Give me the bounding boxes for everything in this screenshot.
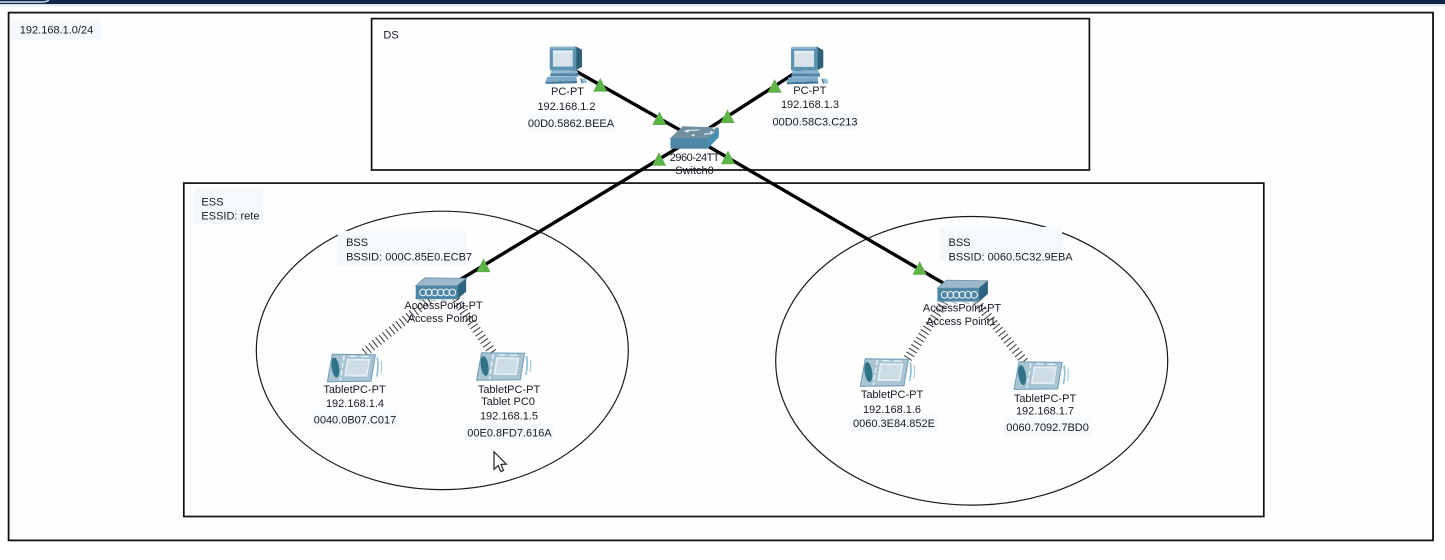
svg-text:Access Point0: Access Point0 [408, 313, 478, 325]
svg-text:AccessPoint-PT: AccessPoint-PT [404, 300, 483, 312]
svg-text:PC-PT: PC-PT [793, 85, 826, 97]
svg-text:192.168.1.4: 192.168.1.4 [326, 398, 384, 410]
svg-text:BSSID: 0060.5C32.9EBA: BSSID: 0060.5C32.9EBA [949, 252, 1074, 264]
svg-text:192.168.1.7: 192.168.1.7 [1016, 406, 1074, 418]
svg-text:00E0.8FD7.616A: 00E0.8FD7.616A [467, 427, 552, 439]
svg-text:ESSID: rete: ESSID: rete [201, 211, 259, 223]
svg-text:BSS: BSS [949, 237, 971, 249]
svg-text:192.168.1.0/24: 192.168.1.0/24 [20, 25, 93, 37]
svg-text:192.168.1.6: 192.168.1.6 [863, 404, 921, 416]
svg-text:AccessPoint-PT: AccessPoint-PT [923, 303, 1002, 315]
svg-text:192.168.1.3: 192.168.1.3 [781, 99, 839, 111]
svg-text:BSS: BSS [346, 237, 368, 249]
svg-text:00D0.58C3.C213: 00D0.58C3.C213 [772, 117, 857, 129]
svg-text:Switch0: Switch0 [675, 165, 714, 177]
svg-text:TabletPC-PT: TabletPC-PT [1014, 393, 1077, 405]
svg-text:Access Point1: Access Point1 [926, 316, 996, 328]
svg-text:ESS: ESS [201, 197, 223, 209]
svg-text:BSSID: 000C.85E0.ECB7: BSSID: 000C.85E0.ECB7 [346, 252, 472, 264]
svg-text:Tablet PC0: Tablet PC0 [481, 396, 535, 408]
svg-text:TabletPC-PT: TabletPC-PT [323, 384, 386, 396]
svg-text:0060.3E84.852E: 0060.3E84.852E [853, 418, 935, 430]
svg-text:TabletPC-PT: TabletPC-PT [861, 389, 924, 401]
svg-text:0060.7092.7BD0: 0060.7092.7BD0 [1006, 422, 1089, 434]
svg-text:192.168.1.5: 192.168.1.5 [480, 411, 538, 423]
svg-text:2960-24TT: 2960-24TT [670, 152, 720, 164]
svg-text:192.168.1.2: 192.168.1.2 [537, 101, 595, 113]
svg-text:00D0.5862.BEEA: 00D0.5862.BEEA [528, 118, 615, 130]
svg-text:TabletPC-PT: TabletPC-PT [478, 384, 541, 396]
svg-text:0040.0B07.C017: 0040.0B07.C017 [314, 415, 397, 427]
svg-text:DS: DS [383, 30, 398, 42]
svg-text:PC-PT: PC-PT [551, 86, 584, 98]
